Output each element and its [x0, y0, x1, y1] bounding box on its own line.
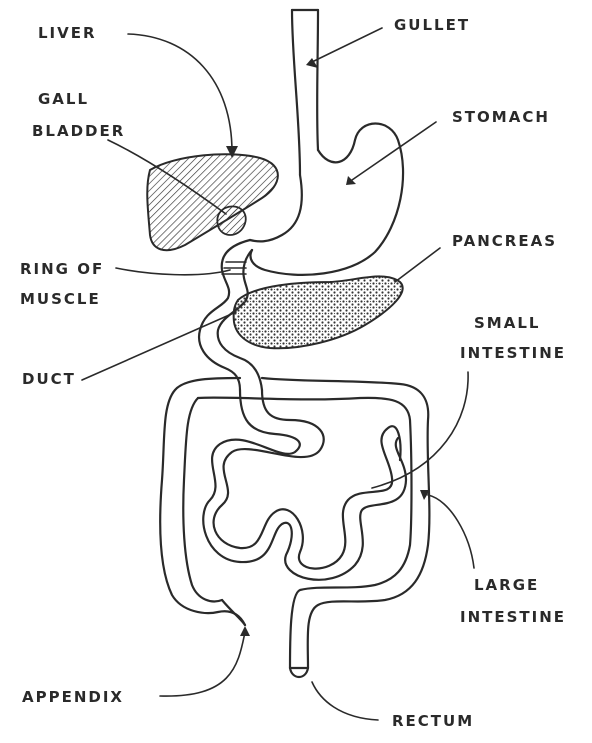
large-intestine-label-line2: INTESTINE: [460, 610, 566, 625]
stomach-pointer: [352, 122, 436, 180]
stomach-label: STOMACH: [452, 110, 550, 125]
gullet: [292, 10, 318, 175]
appendix-pointer: [160, 632, 245, 696]
gall-bladder-label-line1: GALL: [38, 92, 89, 107]
small-intestine: [203, 390, 406, 580]
large-intestine-pointer: [428, 495, 474, 568]
gullet-label: GULLET: [394, 18, 470, 33]
gall-bladder-label-line2: BLADDER: [32, 124, 125, 139]
ring-of-muscle-pointer: [116, 268, 230, 275]
large-intestine: [160, 378, 429, 668]
liver-label: LIVER: [38, 26, 97, 41]
appendix: [222, 600, 245, 625]
appendix-label: APPENDIX: [22, 690, 124, 705]
duct-label: DUCT: [22, 372, 76, 387]
pointers: [82, 28, 474, 720]
gullet-pointer: [312, 28, 382, 62]
rectum-pointer: [312, 682, 378, 720]
stomach: [250, 124, 403, 275]
duct-pointer: [82, 312, 236, 380]
pancreas-label: PANCREAS: [452, 234, 557, 249]
rectum-label: RECTUM: [392, 714, 474, 729]
large-intestine-label-line1: LARGE: [474, 578, 539, 593]
pancreas: [234, 276, 403, 348]
rectum: [290, 668, 308, 677]
liver: [147, 154, 278, 250]
small-intestine-label-line1: SMALL: [474, 316, 540, 331]
liver-pointer: [128, 34, 232, 152]
ring-of-muscle-label-line2: MUSCLE: [20, 292, 101, 307]
small-intestine-label-line2: INTESTINE: [460, 346, 566, 361]
pancreas-pointer: [395, 248, 440, 282]
ring-of-muscle-label-line1: RING OF: [20, 262, 104, 277]
